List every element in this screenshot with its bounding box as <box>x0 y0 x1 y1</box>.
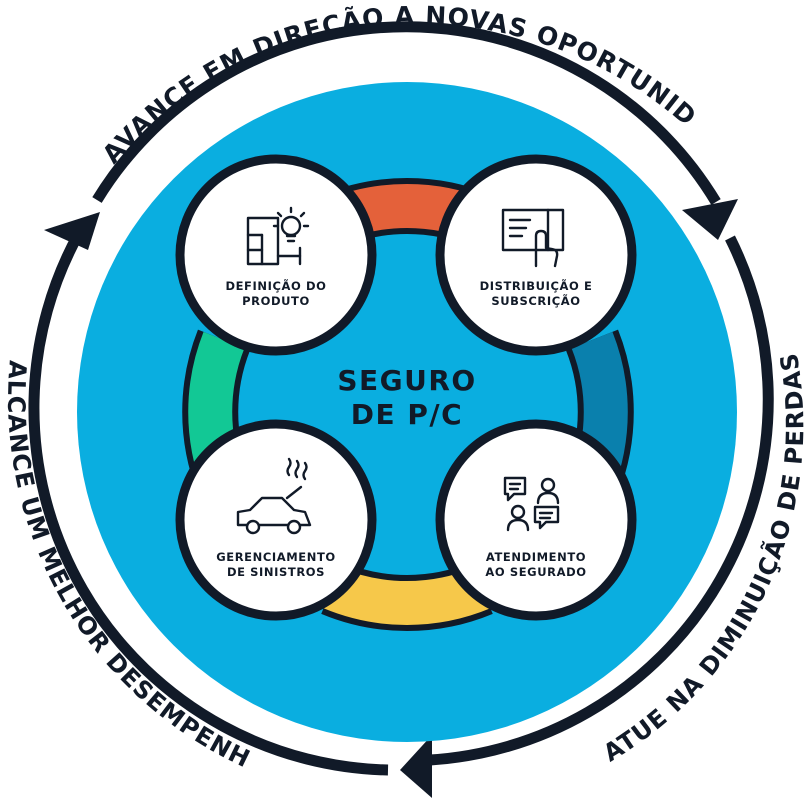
blueprint-lightbulb-icon <box>246 206 310 266</box>
chat-people-icon <box>503 476 560 532</box>
node-distribution-underwriting: DISTRIBUIÇÃO E SUBSCRIÇÃO <box>435 154 637 356</box>
node-product-definition-line1: DEFINIÇÃO DO <box>225 278 326 293</box>
node-claims-management: GERENCIAMENTO DE SINISTROS <box>175 419 377 621</box>
node-policyholder-service-line2: AO SEGURADO <box>485 565 586 579</box>
node-claims-management-line2: DE SINISTROS <box>227 565 325 579</box>
outer-arc-left <box>28 232 389 776</box>
node-claims-management-line1: GERENCIAMENTO <box>216 550 336 564</box>
damaged-car-icon <box>236 457 312 535</box>
arrowhead-bottom <box>400 735 432 798</box>
ring-segment-bottom-fill <box>323 567 491 625</box>
center-title-line2: DE P/C <box>351 398 463 431</box>
node-product-definition: DEFINIÇÃO DO PRODUTO <box>175 154 377 356</box>
node-distribution-underwriting-line1: DISTRIBUIÇÃO E <box>480 278 593 293</box>
outer-arc-top <box>92 21 721 205</box>
node-distribution-underwriting-line2: SUBSCRIÇÃO <box>491 293 580 308</box>
outer-cycle-arrows <box>28 21 774 798</box>
arrowhead-top-left <box>44 212 100 250</box>
node-policyholder-service-line1: ATENDIMENTO <box>486 550 586 564</box>
node-policyholder-service: ATENDIMENTO AO SEGURADO <box>435 419 637 621</box>
outer-arc-right <box>429 235 774 766</box>
center-title-line1: SEGURO <box>337 364 476 397</box>
arrowhead-top-right <box>682 199 738 240</box>
node-product-definition-line2: PRODUTO <box>242 294 310 308</box>
document-touch-icon <box>501 208 565 268</box>
